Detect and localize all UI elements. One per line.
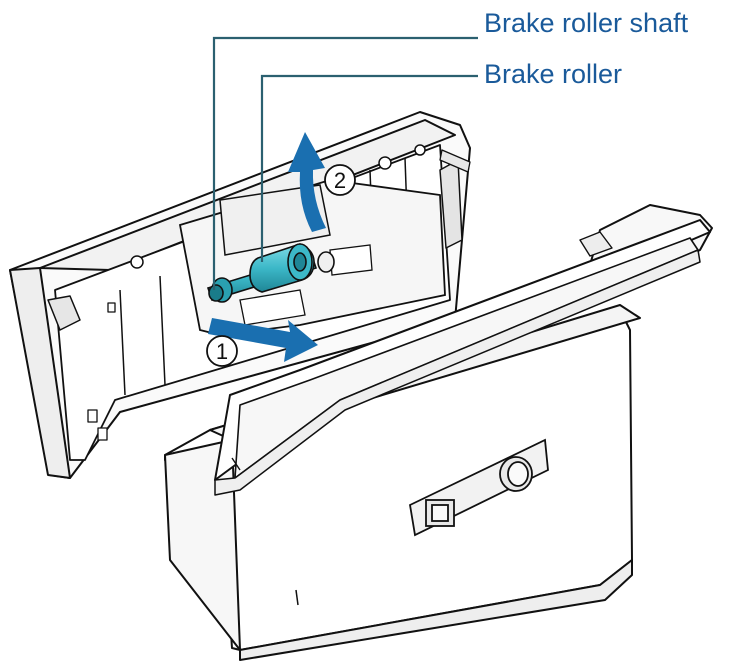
base-mark [295, 589, 299, 606]
step-2-badge: 2 [324, 164, 356, 196]
control-panel [409, 438, 549, 537]
arrow-step-1 [208, 318, 318, 362]
arrow-step-2 [288, 132, 326, 232]
leader-brake-roller [260, 74, 478, 262]
step-2-label: 2 [334, 168, 346, 193]
label-brake-roller: Brake roller [484, 59, 623, 89]
brake-roller-assembly [206, 243, 335, 303]
label-brake-roller-shaft: Brake roller shaft [484, 8, 689, 38]
step-1-badge: 1 [206, 335, 238, 367]
leader-brake-roller-shaft [212, 36, 478, 290]
callout-lines [212, 36, 478, 290]
step-1-label: 1 [216, 339, 228, 364]
paper-chute [214, 204, 713, 496]
